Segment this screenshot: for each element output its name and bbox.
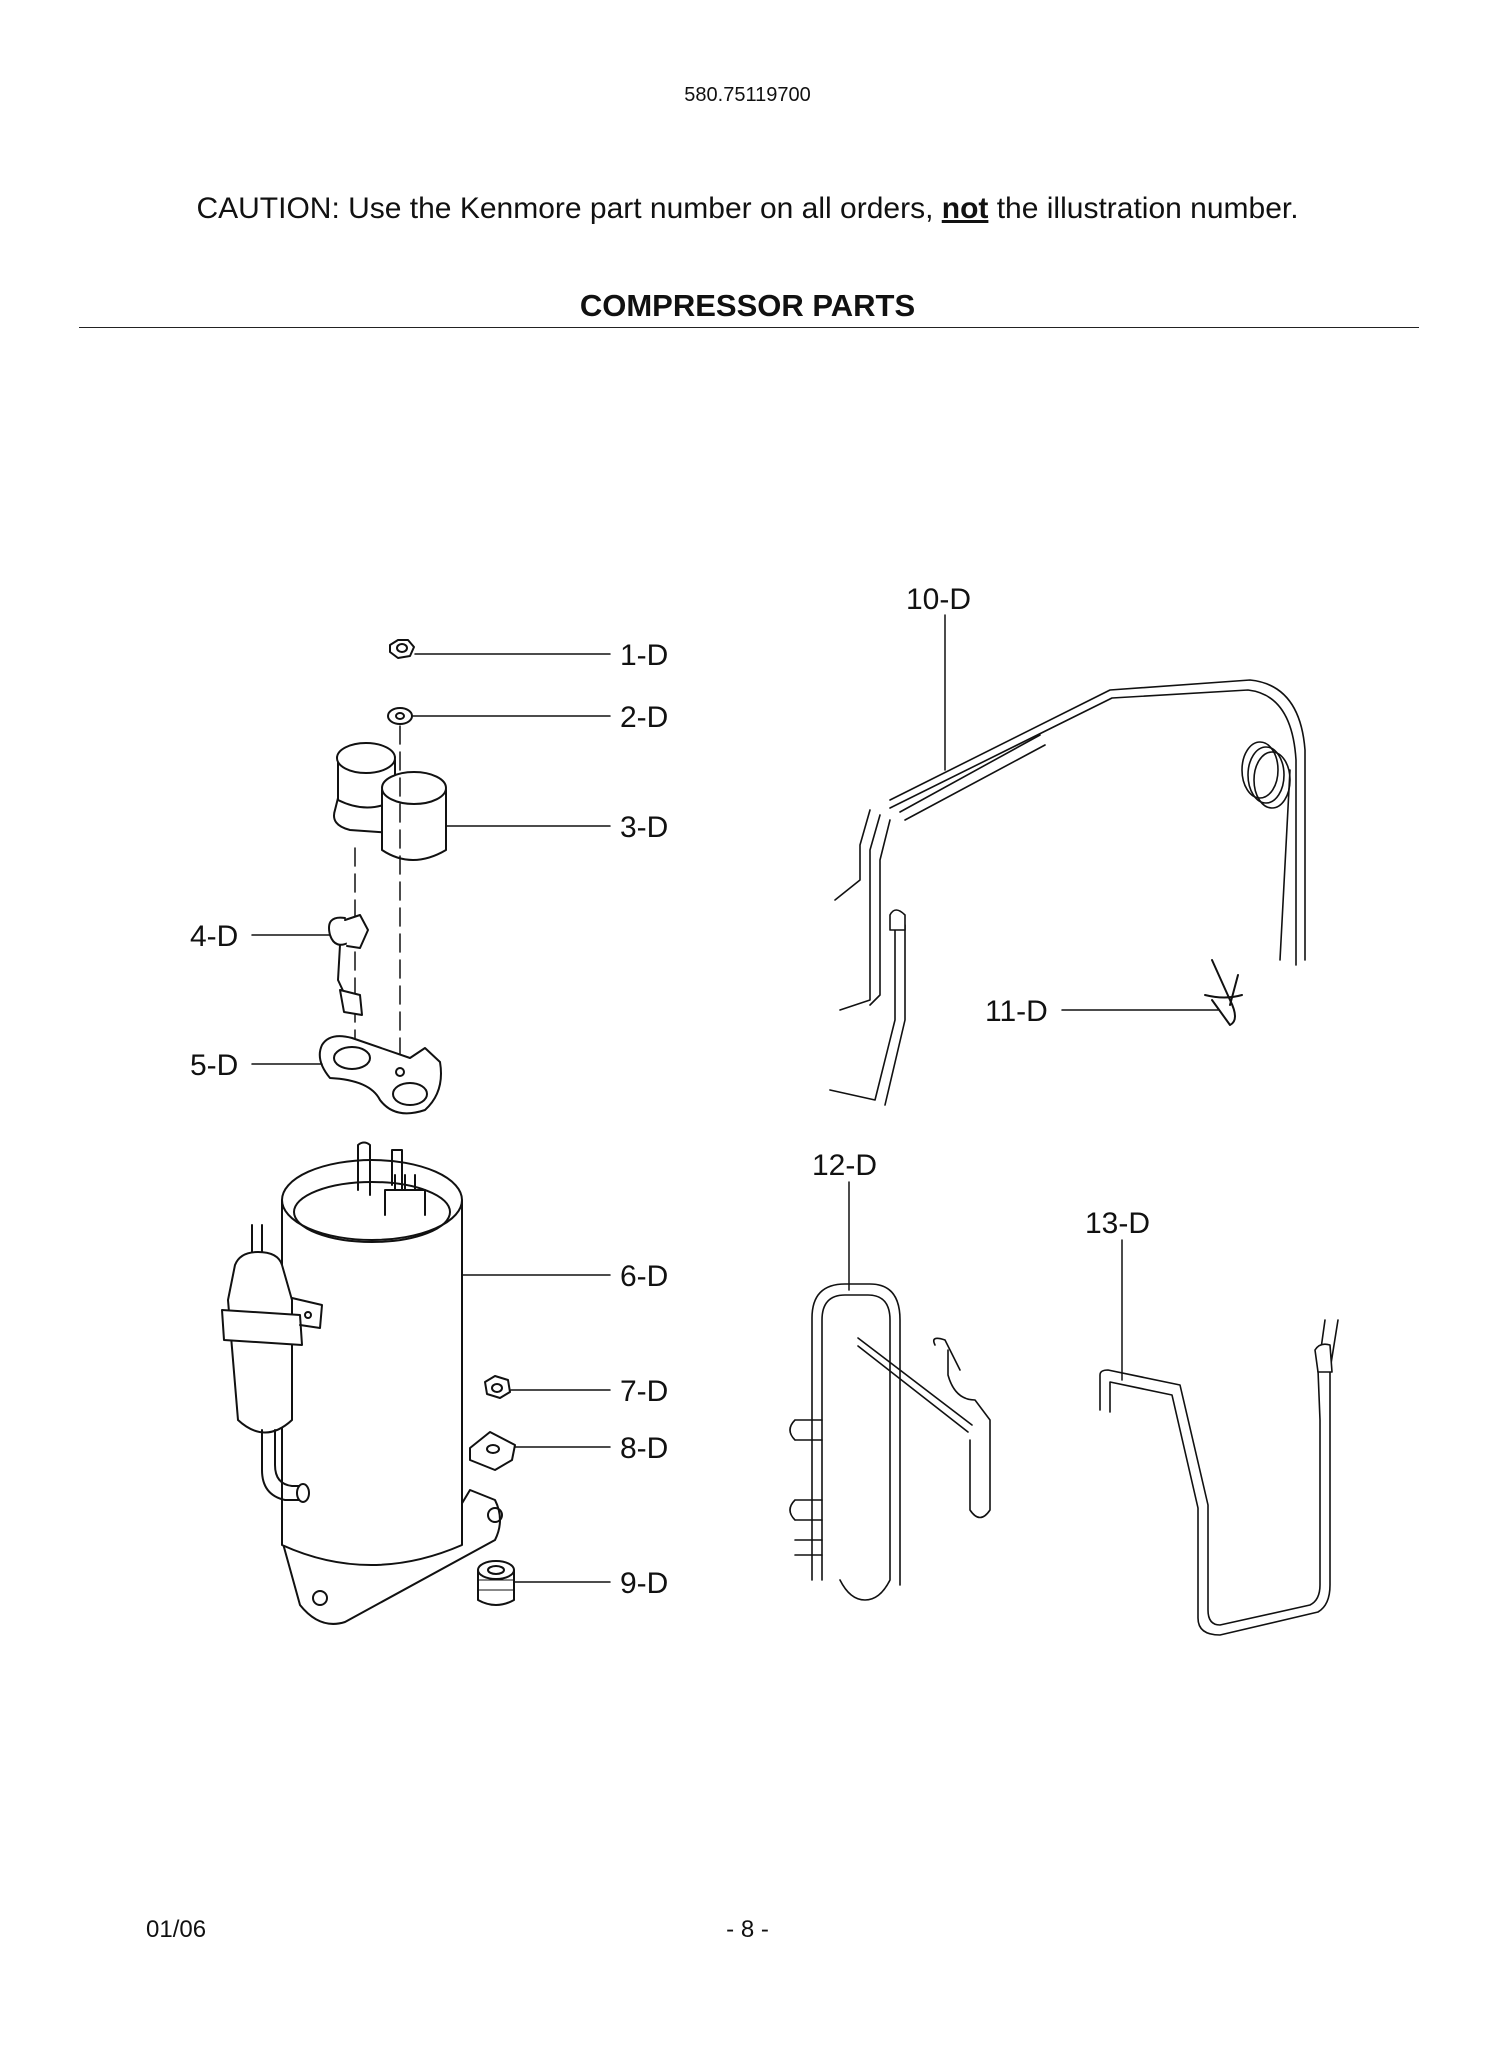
model-number: 580.75119700: [684, 84, 811, 106]
part-10-tube-assembly: [829, 679, 1306, 1106]
callout-7: 7-D: [620, 1375, 668, 1408]
part-2-washer: [387, 707, 413, 725]
callout-1: 1-D: [620, 639, 668, 672]
part-11-clip: [1204, 959, 1243, 1026]
part-13-bent-tube: [1099, 1319, 1339, 1636]
caution-text: CAUTION: Use the Kenmore part number on …: [196, 192, 942, 225]
part-3-capacitor: [333, 742, 447, 861]
callout-4: 4-D: [190, 920, 238, 953]
part-7-nut: [484, 1375, 511, 1399]
part-9-grommet: [477, 1560, 515, 1606]
callout-3: 3-D: [620, 811, 668, 844]
caution-text-end: the illustration number.: [988, 192, 1299, 225]
callout-13: 13-D: [1085, 1207, 1150, 1240]
part-1-nut: [389, 639, 415, 659]
title-divider: [79, 327, 1419, 328]
caution-note: CAUTION: Use the Kenmore part number on …: [0, 192, 1495, 226]
callout-11: 11-D: [985, 995, 1048, 1028]
caution-emphasis: not: [941, 192, 989, 225]
section-title: COMPRESSOR PARTS: [579, 288, 916, 323]
part-6-compressor: [221, 1141, 503, 1625]
part-5-bracket: [318, 1035, 442, 1115]
callout-6: 6-D: [620, 1260, 668, 1293]
callout-2: 2-D: [620, 701, 668, 734]
part-12-u-tube: [789, 1283, 991, 1601]
callout-12: 12-D: [812, 1149, 877, 1182]
callout-9: 9-D: [620, 1567, 668, 1600]
page-number: - 8 -: [726, 1916, 769, 1943]
callout-8: 8-D: [620, 1432, 668, 1465]
part-8-washer: [469, 1431, 516, 1471]
callout-10: 10-D: [906, 583, 971, 616]
footer-date: 01/06: [146, 1916, 207, 1943]
callout-5: 5-D: [190, 1049, 238, 1082]
part-4-wire-clip: [328, 914, 369, 1016]
